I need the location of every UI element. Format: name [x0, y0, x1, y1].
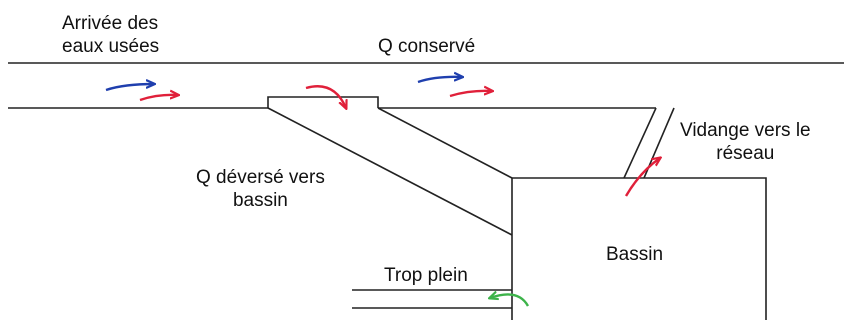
basin-label: Bassin	[606, 244, 664, 265]
diversion-channel-lower-wall	[377, 107, 513, 179]
weir-crest	[267, 96, 379, 108]
inflow-red-arrow	[139, 95, 178, 102]
overflow-green-arrow	[490, 294, 530, 307]
inflow-blue-arrow	[105, 84, 154, 92]
drain-pipe-left-wall	[623, 107, 657, 179]
diverted-flow-label-line-1: Q déversé vers	[196, 167, 325, 188]
diverted-flow-label-line-2: bassin	[232, 190, 288, 211]
drain-label: Vidange vers le réseau	[680, 119, 811, 165]
drain-label-line-2: réseau	[716, 143, 775, 164]
kept-flow-red-arrow	[449, 91, 492, 98]
kept-flow-label: Q conservé	[378, 36, 476, 57]
inflow-label-line-2: eaux usées	[62, 36, 160, 57]
kept-flow-blue-arrow	[417, 77, 462, 84]
diversion-channel-upper-wall	[267, 107, 513, 236]
overflow-label: Trop plein	[384, 265, 468, 286]
inflow-label-line-1: Arrivée des	[62, 13, 159, 34]
inflow-label: Arrivée des eaux usées	[62, 12, 159, 58]
diverted-flow-label: Q déversé vers bassin	[196, 166, 325, 212]
weir-overflow-red-arrow	[305, 85, 346, 108]
drain-label-line-1: Vidange vers le	[680, 120, 811, 141]
drain-red-arrow	[624, 158, 660, 197]
